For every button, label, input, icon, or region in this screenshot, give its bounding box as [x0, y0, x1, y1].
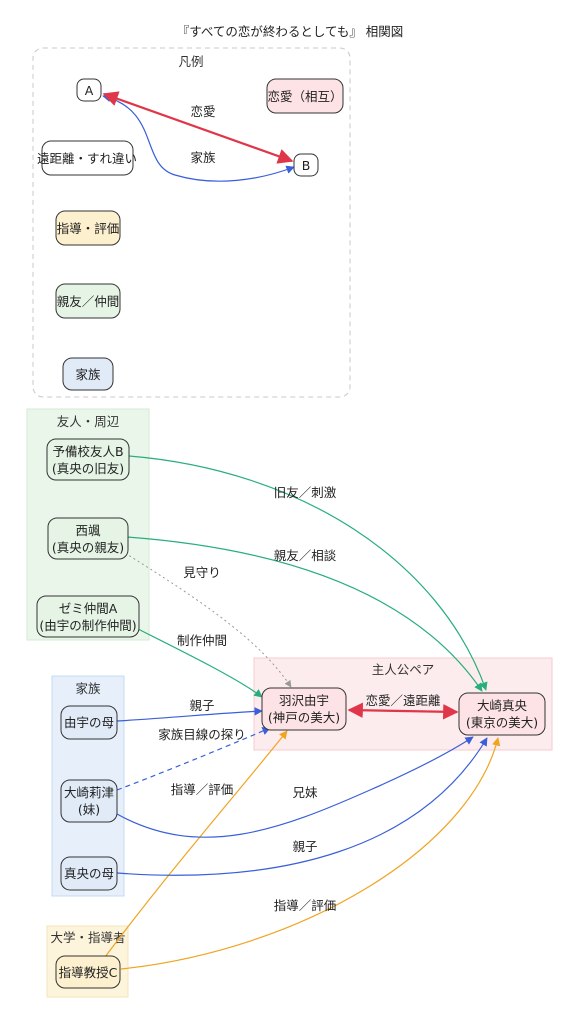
- node-hazawa-yuu: 羽沢由宇 (神戸の美大): [261, 687, 347, 731]
- svg-text:(真央の旧友): (真央の旧友): [52, 461, 124, 476]
- edge-old-friend: [128, 455, 488, 691]
- cluster-family-label: 家族: [75, 681, 101, 696]
- edge-parent-child-2: [116, 737, 488, 876]
- node-osaki-ritsu: 大崎莉津 (妹): [60, 779, 118, 823]
- svg-text:B: B: [302, 158, 311, 173]
- legend-node-b: B: [293, 153, 319, 177]
- svg-text:予備校友人B: 予備校友人B: [52, 444, 123, 459]
- svg-text:ゼミ仲間A: ゼミ仲間A: [59, 601, 118, 616]
- svg-text:(真央の親友): (真央の親友): [52, 540, 124, 555]
- edge-romance-label: 恋愛／遠距離: [365, 693, 441, 708]
- svg-text:(由宇の制作仲間): (由宇の制作仲間): [39, 618, 136, 633]
- edge-romance: [347, 702, 459, 720]
- svg-text:(妹): (妹): [78, 802, 100, 817]
- edge-watching-label: 見守り: [183, 565, 221, 580]
- svg-text:指導教授C: 指導教授C: [59, 965, 118, 980]
- edge-best-friend: [126, 536, 483, 692]
- edge-guidance-1: [104, 730, 288, 958]
- svg-text:A: A: [85, 83, 94, 98]
- svg-text:(東京の美大): (東京の美大): [466, 715, 538, 730]
- node-osaki-mao: 大崎真央 (東京の美大): [458, 692, 546, 736]
- cluster-university-label: 大学・指導者: [50, 930, 125, 945]
- diagram-title: 『すべての恋が終わるとしても』 相関図: [177, 24, 404, 39]
- svg-text:大崎真央: 大崎真央: [477, 698, 528, 713]
- node-zemi-friend: ゼミ仲間A (由宇の制作仲間): [36, 595, 140, 638]
- node-professor: 指導教授C: [55, 955, 121, 989]
- legend-romance-edge: [102, 91, 294, 164]
- legend-family-label: 家族: [190, 150, 216, 165]
- legend-item-guidance: 指導・評価: [55, 210, 121, 246]
- svg-text:恋愛（相互）: 恋愛（相互）: [267, 89, 342, 104]
- svg-text:西颯: 西颯: [75, 523, 101, 538]
- legend-romance-label: 恋愛: [190, 104, 215, 119]
- svg-text:由宇の母: 由宇の母: [64, 715, 114, 730]
- svg-text:指導・評価: 指導・評価: [57, 221, 120, 236]
- svg-text:家族: 家族: [75, 367, 101, 382]
- svg-text:大崎莉津: 大崎莉津: [64, 785, 114, 800]
- svg-text:遠距離・すれ違い: 遠距離・すれ違い: [37, 151, 137, 166]
- legend-item-family: 家族: [62, 357, 114, 391]
- svg-text:(神戸の美大): (神戸の美大): [268, 710, 340, 725]
- node-yuu-mother: 由宇の母: [60, 705, 118, 740]
- edge-parent-child-2-label: 親子: [292, 839, 317, 854]
- cluster-friends-label: 友人・周辺: [57, 414, 120, 429]
- node-nishikaze: 西颯 (真央の親友): [47, 517, 129, 560]
- edge-family-view: [116, 727, 271, 791]
- edge-old-friend-label: 旧友／刺激: [274, 485, 337, 500]
- edge-best-friend-label: 親友／相談: [274, 548, 337, 563]
- edge-parent-child-1-label: 親子: [189, 698, 214, 713]
- node-yobiko-friend: 予備校友人B (真央の旧友): [46, 438, 130, 481]
- edge-production: [131, 625, 263, 698]
- legend-label: 凡例: [178, 54, 203, 69]
- svg-text:真央の母: 真央の母: [64, 866, 114, 881]
- edge-guidance-2: [120, 737, 501, 970]
- edge-siblings: [116, 736, 474, 838]
- edge-siblings-label: 兄妹: [292, 785, 318, 800]
- edge-watching: [124, 552, 292, 688]
- edge-family-view-label: 家族目線の探り: [158, 727, 246, 742]
- legend-item-friend: 親友／仲間: [55, 283, 121, 319]
- legend-item-long-distance: 遠距離・すれ違い: [37, 140, 137, 176]
- legend-node-a: A: [76, 78, 102, 102]
- edge-parent-child-1: [116, 707, 263, 722]
- cluster-main-pair-label: 主人公ペア: [372, 662, 435, 677]
- edge-guidance-2-label: 指導／評価: [274, 898, 337, 913]
- svg-text:羽沢由宇: 羽沢由宇: [279, 693, 329, 708]
- edge-guidance-1-label: 指導／評価: [171, 782, 234, 797]
- svg-text:親友／仲間: 親友／仲間: [57, 294, 120, 309]
- edge-production-label: 制作仲間: [177, 633, 227, 648]
- legend-item-romance-mutual: 恋愛（相互）: [266, 78, 344, 114]
- node-mao-mother: 真央の母: [60, 856, 118, 891]
